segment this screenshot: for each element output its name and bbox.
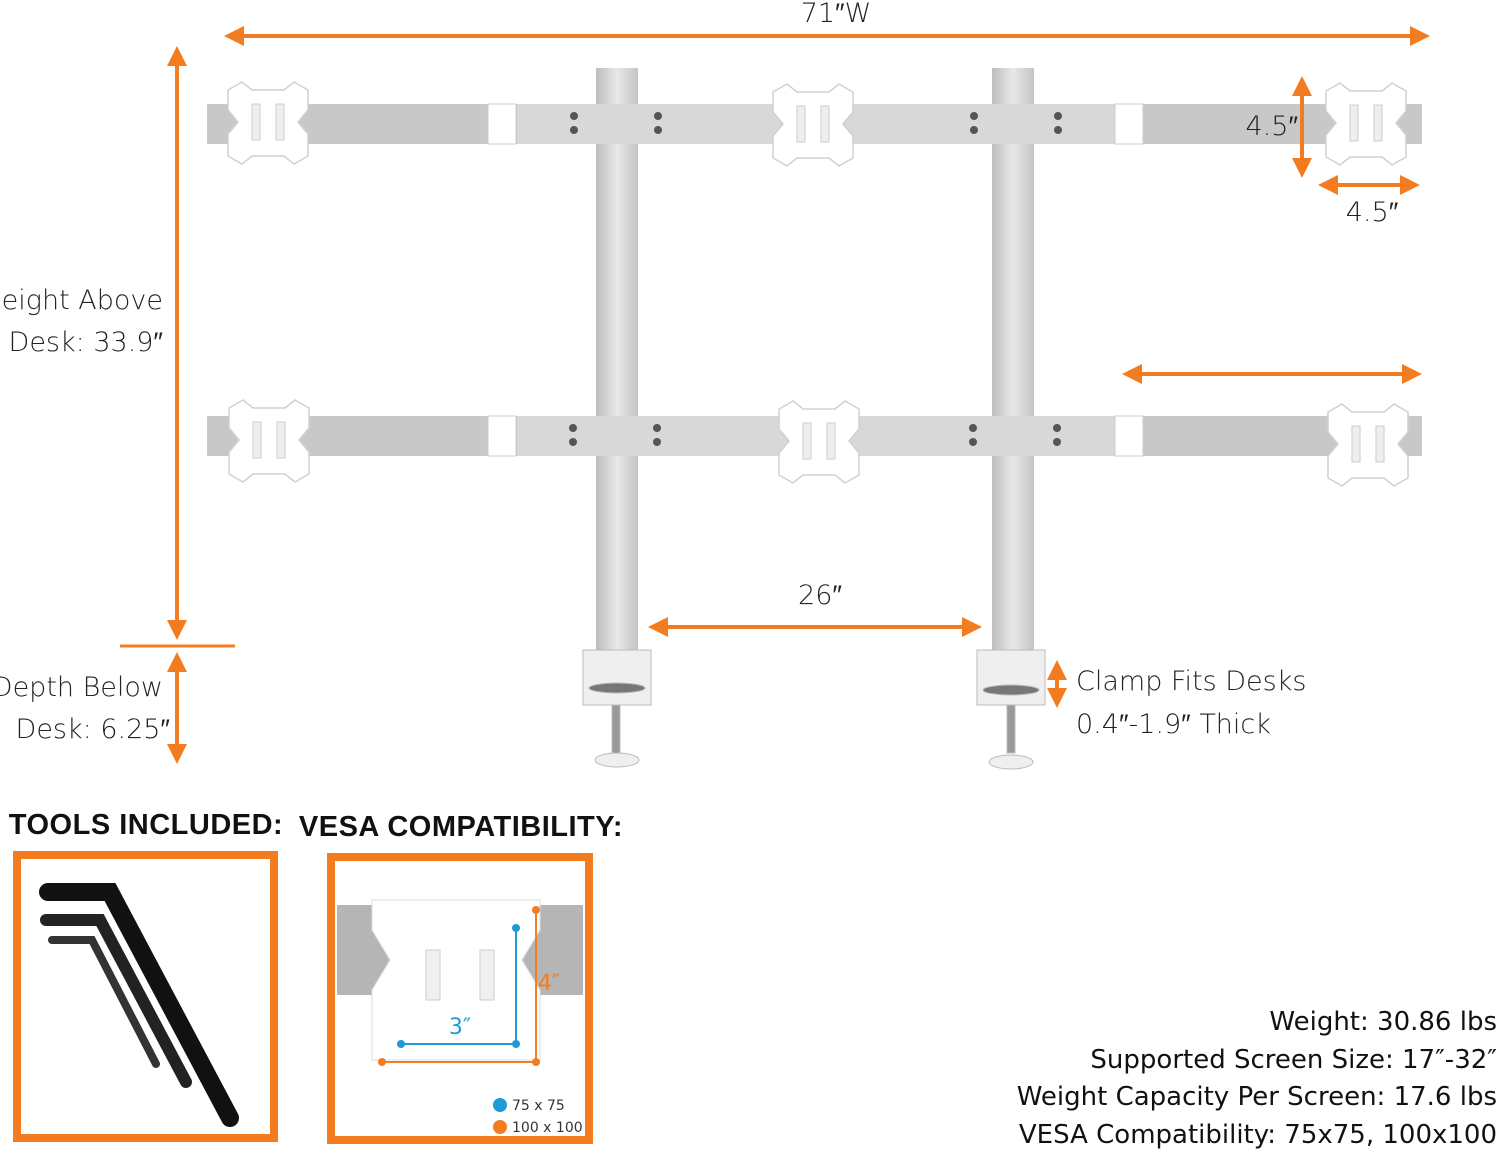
spec-weight-capacity: Weight Capacity Per Screen: 17.6 lbs (1017, 1082, 1497, 1112)
vesa-75-legend-icon (493, 1098, 507, 1112)
spec-vesa: VESA Compatibility: 75x75, 100x100 (1019, 1120, 1497, 1150)
vesa-plate (778, 400, 860, 484)
right-pole (992, 68, 1034, 650)
hex-keys-icon (39, 883, 239, 1127)
spec-screen-size: Supported Screen Size: 17″-32″ (1090, 1045, 1497, 1075)
vesa-legend-75: 75 x 75 (512, 1098, 565, 1114)
clamp-label-1: Clamp Fits Desks (1076, 666, 1306, 697)
vesa-large-dim: 4″ (538, 971, 560, 996)
vesa-plate (1327, 403, 1409, 487)
height-above-label-1: Height Above (0, 285, 163, 316)
plate-width-label: 4.5″ (1346, 197, 1399, 228)
width-label: 71″W (801, 0, 872, 29)
left-pole (596, 68, 638, 650)
dimension-arrows (120, 26, 1430, 764)
desk-clamp (582, 649, 652, 768)
plate-height-label: 4.5″ (1246, 111, 1299, 142)
depth-below-label-2: Desk: 6.25″ (16, 714, 171, 745)
desk-clamp (976, 649, 1046, 770)
vesa-legend-100: 100 x 100 (512, 1120, 583, 1136)
vesa-100-legend-icon (493, 1120, 507, 1134)
mount-arm-structure (207, 68, 1422, 770)
vesa-plate (228, 399, 310, 483)
height-above-label-2: Desk: 33.9″ (9, 327, 164, 358)
spec-weight: Weight: 30.86 lbs (1269, 1007, 1497, 1037)
vesa-plate (772, 83, 854, 167)
spec-list: Weight: 30.86 lbs Supported Screen Size:… (1017, 1007, 1498, 1150)
clamp-label-2: 0.4″-1.9″ Thick (1076, 709, 1271, 740)
vesa-plate (227, 81, 309, 165)
vesa-plate (1325, 82, 1407, 166)
vesa-dimension-lines (378, 906, 540, 1066)
tools-heading: TOOLS INCLUDED: (9, 809, 283, 841)
vesa-small-dim: 3″ (449, 1015, 471, 1040)
vesa-heading: VESA COMPATIBILITY: (299, 811, 623, 843)
depth-below-label-1: Depth Below (0, 672, 163, 703)
pole-spacing-label: 26″ (798, 580, 842, 611)
